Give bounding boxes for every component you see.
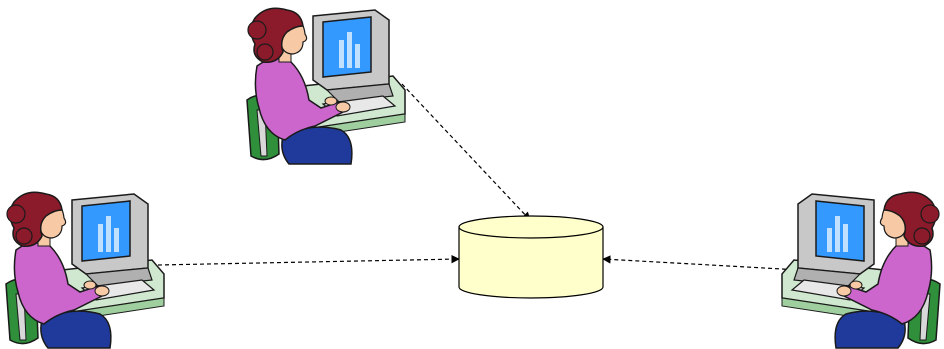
connector-top-to-database [401,83,531,221]
connector-left-to-database [157,254,460,266]
database-cylinder-icon [458,215,604,299]
user-right-woman-at-computer-icon [781,191,941,349]
connector-right-to-database [602,255,801,271]
user-top-woman-at-computer-icon [246,7,406,165]
user-left-woman-at-computer-icon [5,191,165,349]
